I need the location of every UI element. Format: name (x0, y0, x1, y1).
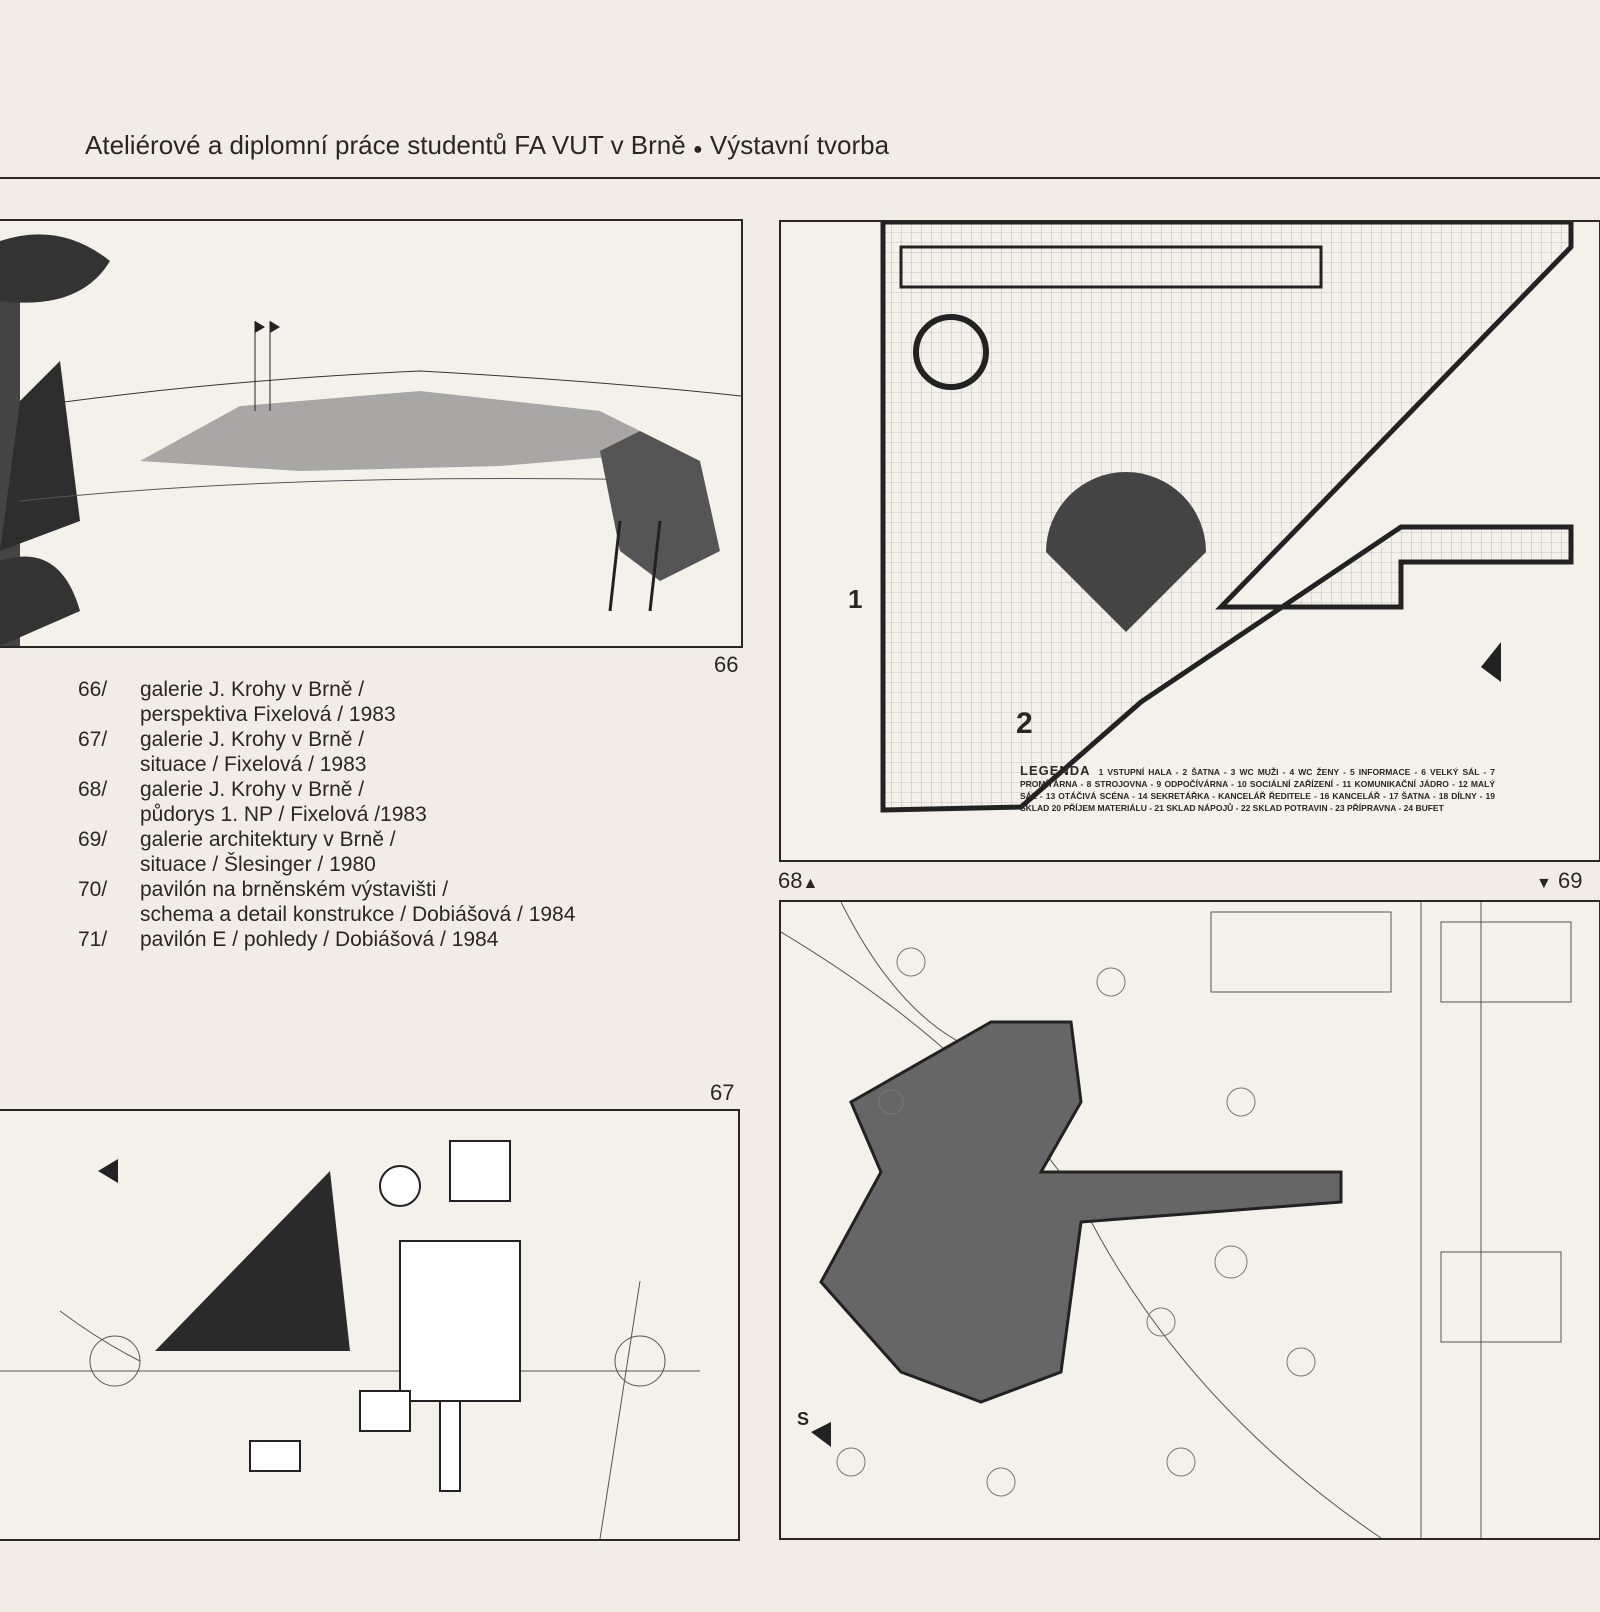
fig69-number: 69 (1557, 868, 1583, 893)
caption-line-2: půdorys 1. NP / Fixelová /1983 (140, 803, 427, 826)
caption-text: galerie architektury v Brně /situace / Š… (140, 827, 396, 877)
caption-line-1: pavilón E / pohledy / Dobiášová / 1984 (140, 928, 499, 951)
figure-number-69: ▼ 69 (1536, 868, 1582, 894)
fig69-marker: ▼ (1536, 875, 1552, 892)
caption-number: 68/ (78, 778, 108, 801)
site-plan-drawing (781, 902, 1572, 1538)
floor-plan-drawing (880, 222, 1574, 813)
caption-number: 66/ (78, 678, 108, 701)
caption-line-1: galerie J. Krohy v Brně / (140, 728, 365, 751)
figure-number-67: 67 (710, 1080, 735, 1105)
caption-number: 67/ (78, 728, 108, 751)
caption-text: galerie J. Krohy v Brně /půdorys 1. NP /… (140, 777, 427, 827)
figure-number-66: 66 (714, 652, 739, 677)
situation-drawing (0, 1140, 700, 1539)
fig68-number: 68 (778, 868, 803, 893)
caption-item: 66/galerie J. Krohy v Brně /perspektiva … (78, 677, 575, 727)
caption-text: galerie J. Krohy v Brně /situace / Fixel… (140, 727, 366, 777)
figure-66-perspective (0, 219, 743, 648)
running-header: Ateliérové a diplomní práce studentů FA … (85, 130, 889, 161)
caption-text: pavilón E / pohledy / Dobiášová / 1984 (140, 927, 498, 952)
figure-68-floor-plan (779, 220, 1600, 862)
legend-title: LEGENDA (1020, 763, 1091, 778)
legend-text: 1 VSTUPNÍ HALA - 2 ŠATNA - 3 WC MUŽI - 4… (1020, 767, 1495, 813)
perspective-drawing (0, 234, 741, 646)
caption-line-2: perspektiva Fixelová / 1983 (140, 703, 396, 726)
caption-line-1: galerie architektury v Brně / (140, 828, 396, 851)
caption-list: 66/galerie J. Krohy v Brně /perspektiva … (78, 677, 575, 952)
header-rule (0, 177, 1600, 179)
caption-text: galerie J. Krohy v Brně /perspektiva Fix… (140, 677, 396, 727)
caption-number: 70/ (78, 878, 108, 901)
header-bullet: ● (692, 141, 703, 158)
header-title: Ateliérové a diplomní práce studentů FA … (85, 130, 686, 160)
caption-line-1: galerie J. Krohy v Brně / (140, 778, 365, 801)
fig68-marker: ▲ (802, 875, 819, 892)
caption-number: 69/ (78, 828, 108, 851)
caption-text: pavilón na brněnském výstavišti /schema … (140, 877, 575, 927)
caption-line-1: pavilón na brněnském výstavišti / (140, 878, 449, 901)
caption-line-1: galerie J. Krohy v Brně / (140, 678, 365, 701)
north-label: S (797, 1409, 810, 1429)
caption-item: 71/pavilón E / pohledy / Dobiášová / 198… (78, 927, 575, 952)
caption-line-2: situace / Fixelová / 1983 (140, 753, 367, 776)
plan-label-1: 1 (848, 584, 863, 614)
caption-line-2: situace / Šlesinger / 1980 (140, 853, 376, 876)
figure-67-situation-plan (0, 1109, 740, 1541)
figure-69-site-plan (779, 900, 1600, 1540)
caption-item: 67/galerie J. Krohy v Brně /situace / Fi… (78, 727, 575, 777)
caption-number: 71/ (78, 928, 108, 951)
caption-item: 69/galerie architektury v Brně /situace … (78, 827, 575, 877)
header-section: Výstavní tvorba (709, 130, 890, 160)
figure-number-68: 68▲ (778, 868, 818, 894)
plan-label-2: 2 (1016, 707, 1033, 740)
caption-line-2: schema a detail konstrukce / Dobiášová /… (140, 903, 576, 926)
caption-item: 68/galerie J. Krohy v Brně /půdorys 1. N… (78, 777, 575, 827)
caption-item: 70/pavilón na brněnském výstavišti /sche… (78, 877, 575, 927)
